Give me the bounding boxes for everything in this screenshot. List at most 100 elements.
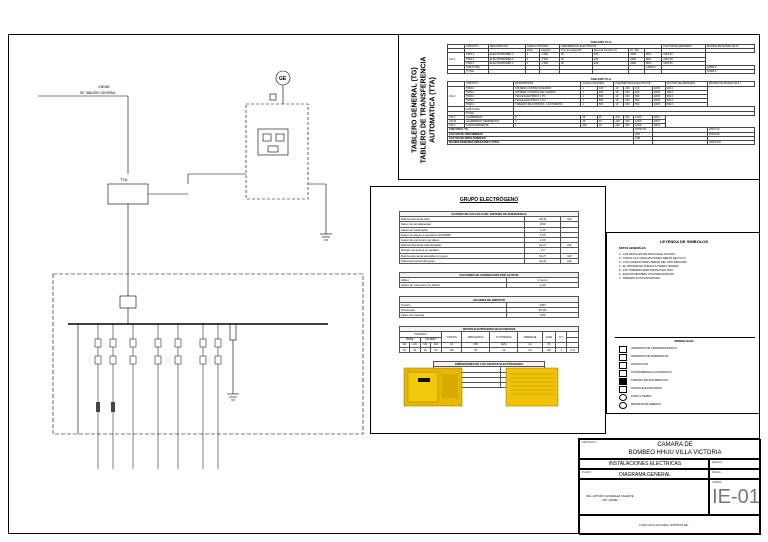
table-cell: CD-U [447, 85, 465, 108]
notes-title: NOTAS GENERALES [619, 247, 646, 250]
tta-title-line-3: AUTOMATICA (TTA) [429, 76, 437, 143]
tta-table-panel: TABLERO GENERAL (TG) TABLERO DE TRANSFER… [398, 34, 760, 180]
table-cell: 40 [408, 346, 421, 354]
symbol-icon [619, 393, 627, 401]
note-line: 1.- LOS DETALLES SE INDICAN EN PLANOS [619, 253, 675, 256]
symbology-title: SIMBOLOGIA [674, 339, 694, 343]
symbol-row: POZO A TIERRA [619, 393, 757, 401]
tb-label-proyecto: PROYECTO [582, 441, 597, 444]
table-cell [704, 48, 756, 54]
symbol-icon [619, 369, 627, 377]
genset-images [403, 367, 559, 407]
tta-title-line-1: TABLERO GENERAL (TG) [411, 66, 419, 153]
table-cell: 40 [419, 346, 431, 354]
table-cell: 0,74 [566, 346, 579, 354]
table-cell: 0,8 [517, 346, 543, 354]
table-cell: FRECUENCIA [461, 331, 491, 343]
branch-circuit [109, 324, 117, 469]
symbol-label: GRUPO ELECTROGENO [631, 387, 663, 390]
legend-notes: NOTAS GENERALES 1.- LOS DETALLES SE INDIC… [619, 247, 755, 281]
table-cell [487, 69, 526, 75]
symbol-row: MEDIDOR DE ENERGIA [619, 401, 757, 409]
tb-date: FECHA [709, 469, 761, 479]
symbol-row: TABLERO DE DISTRIBUCION [619, 377, 757, 385]
note-line: 4.- EL SISTEMA DE PUESTA A TIERRA TENDRA [619, 265, 679, 268]
table-cell: Potencia nominal del grupo [398, 257, 526, 264]
label-viene: VIENE [98, 84, 110, 89]
symbol-row: GRUPO ELECTROGENO [619, 385, 757, 393]
branch-circuit [174, 324, 182, 469]
symbol-icon [619, 353, 627, 361]
table-cell: 60 [461, 346, 491, 354]
tta-title-line-2: TABLERO DE TRANSFERENCIA [420, 56, 428, 163]
table-cell: Factor de corrección por altitud [398, 282, 508, 289]
tb-label-fecha: FECHA [712, 471, 721, 474]
table-cell: MAXIMA DEMANDA SIMULTANEA TOTAL [446, 139, 635, 146]
tb-client-line-2: BOMBEO HHUU VILLA VICTORIA [628, 450, 722, 456]
tb-label-plano: PLANO [582, 471, 591, 474]
tb-client-line-1: CAMARA DE [657, 442, 693, 448]
symbol-label: POZO A TIERRA [631, 395, 652, 398]
table-cell: 3 [555, 346, 568, 354]
symbol-label: TABLERO DE DISTRIBUCION [631, 379, 668, 382]
symbol-row: INTERRUPTOR DIFERENCIAL [619, 353, 757, 361]
tb-project: PROYECTO CAMARA DE BOMBEO HHUU VILLA VIC… [579, 439, 761, 459]
branch-circuit [199, 324, 207, 469]
table-cell [628, 69, 646, 75]
legend-divider [615, 337, 755, 338]
tb-engineer-name: ING. ARTURO GONZALEZ VALENTE [586, 494, 634, 498]
tb-drawing: PLANO DIAGRAMA GENERAL [579, 469, 709, 479]
branch-circuit [214, 324, 222, 469]
tta-vertical-title: TABLERO GENERAL (TG) TABLERO DE TRANSFER… [403, 47, 445, 172]
tb-label-lamina: LAMINA [712, 481, 722, 484]
table-cell: FASE [541, 331, 557, 343]
single-line-diagram: VIENE DE TABLERO GENERAL GE TTA [38, 70, 364, 469]
table-cell: 1,00 [506, 282, 579, 289]
tb-specialty: INSTALACIONES ELECTRICAS [579, 459, 709, 469]
table-cell: VOLTIOS [441, 331, 463, 343]
symbol-icon [619, 385, 627, 393]
table-cell: CD-T [447, 52, 465, 66]
branch-circuit [154, 324, 162, 469]
table-cell [651, 139, 708, 146]
tb-drawing-text: DIAGRAMA GENERAL [619, 472, 671, 478]
symbol-label: CONTACTOR [631, 363, 648, 366]
genset-title: GRUPO ELECTRÓGENO [459, 197, 519, 203]
tb-scale: ESCALA [709, 459, 761, 469]
table-cell [447, 69, 465, 75]
tb-label-escala: ESCALA [712, 461, 723, 464]
table-cell: N° POTENCIA [489, 331, 519, 343]
tb-engineer: ING. ARTURO GONZALEZ VALENTE CIP: 123456 [579, 479, 709, 515]
table-cell [524, 69, 541, 75]
label-tta: TTA [120, 177, 128, 182]
table-cell: 0,80 [506, 311, 579, 319]
symbol-row: TRANSFERENCIA AUTOMATICA [619, 369, 757, 377]
note-line: 2.- TODAS LAS CANALIZACIONES SERAN DE PV… [619, 257, 686, 260]
table-cell [591, 69, 630, 75]
table-cell: 50 [429, 346, 443, 354]
table-cell: 40 [489, 346, 519, 354]
note-line: 6.- ELECTROBOMBAS CON ARRANCADOR [619, 273, 674, 276]
note-line: 5.- LAS TUBERIAS EMPOTRADAS EN PISO [619, 269, 674, 272]
note-line: 7.- TABLERO AUTOSOPORTADO [619, 277, 661, 280]
symbol-row: CONTACTOR [619, 361, 757, 369]
genset-tables: CUADRO DE CALCULO DEL SISTEMA DE EMERGEN… [398, 210, 579, 396]
table-cell: MAXIMA DE MANDA (W.S.) [706, 81, 756, 87]
table-cell: 32 [399, 346, 410, 354]
branch-circuit [94, 324, 102, 469]
tta-table-header-2: TABLERO TG-E [590, 77, 612, 82]
